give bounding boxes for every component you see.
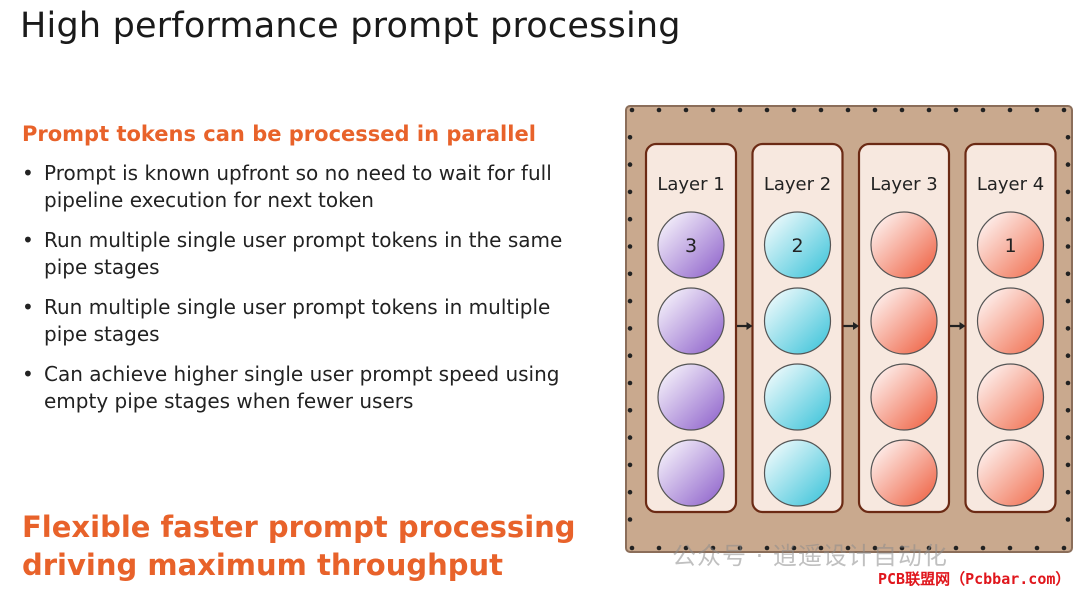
token-slot [871,364,937,430]
board-pin [1008,546,1013,551]
board-pin [1066,408,1071,413]
tagline-line-2: driving maximum throughput [22,546,576,584]
board-pin [873,108,878,113]
token-slot [658,364,724,430]
token-slot [978,364,1044,430]
pipeline-diagram: Layer 1 3 Layer 2 2 Layer 3 Layer 4 1 [624,104,1074,554]
token-number: 2 [791,235,803,257]
layer-column: Layer 2 2 [753,144,843,512]
board-pin [1066,517,1071,522]
layer-column: Layer 1 3 [646,144,736,512]
board-pin [628,272,633,277]
token-slot [871,440,937,506]
board-pin [628,381,633,386]
board-pin [1035,108,1040,113]
board-pin [1066,435,1071,440]
layer-column: Layer 4 1 [966,144,1056,512]
board-pin [657,108,662,113]
board-pin [1062,546,1067,551]
board-pin [1066,490,1071,495]
layer-label: Layer 2 [764,174,831,195]
token-slot [871,212,937,278]
board-pin [628,463,633,468]
board-pin [1008,108,1013,113]
credit-text: PCB联盟网（Pcbbar.com） [878,568,1070,589]
layer-label: Layer 4 [977,174,1044,195]
board-pin [628,435,633,440]
token-slot [978,288,1044,354]
token-slot [765,440,831,506]
board-pin [954,108,959,113]
board-pin [819,108,824,113]
board-pin [630,546,635,551]
bullet-item: Run multiple single user prompt tokens i… [22,227,582,281]
tagline: Flexible faster prompt processing drivin… [22,508,576,584]
token-slot [978,440,1044,506]
token-number: 1 [1004,235,1016,257]
board-pin [628,299,633,304]
subheading: Prompt tokens can be processed in parall… [22,122,536,146]
board-pin [630,108,635,113]
board-pin [1066,135,1071,140]
board-pin [1066,272,1071,277]
board-pin [1035,546,1040,551]
board-pin [628,517,633,522]
board-pin [981,108,986,113]
bullet-item: Prompt is known upfront so no need to wa… [22,160,582,214]
board-pin [628,162,633,167]
board-pin [981,546,986,551]
board-pin [900,108,905,113]
board-pin [657,546,662,551]
bullet-item: Can achieve higher single user prompt sp… [22,361,582,415]
board-pin [628,408,633,413]
board-pin [765,108,770,113]
board-pin [1066,463,1071,468]
board-pin [1066,162,1071,167]
board-pin [846,108,851,113]
board-pin [738,108,743,113]
board-pin [628,326,633,331]
board-pin [628,190,633,195]
token-slot [658,288,724,354]
page-title: High performance prompt processing [20,6,681,46]
board-pin [628,244,633,249]
board-pin [792,108,797,113]
token-slot [658,440,724,506]
token-number: 3 [685,235,697,257]
tagline-line-1: Flexible faster prompt processing [22,508,576,546]
board-pin [1062,108,1067,113]
board-pin [1066,381,1071,386]
layer-label: Layer 3 [870,174,937,195]
board-pin [1066,299,1071,304]
board-pin [1066,244,1071,249]
board-pin [954,546,959,551]
token-slot [765,364,831,430]
layer-label: Layer 1 [657,174,724,195]
board-pin [628,217,633,222]
board-pin [684,108,689,113]
token-slot [871,288,937,354]
board-pin [628,135,633,140]
token-slot [765,288,831,354]
board-pin [1066,217,1071,222]
board-pin [628,490,633,495]
board-pin [927,108,932,113]
bullet-item: Run multiple single user prompt tokens i… [22,294,582,348]
board-pin [1066,190,1071,195]
layer-column: Layer 3 [859,144,949,512]
board-pin [1066,353,1071,358]
watermark: 公众号 · 逍遥设计自动化 [672,536,948,571]
board-pin [711,108,716,113]
board-pin [628,353,633,358]
board-pin [1066,326,1071,331]
bullet-list: Prompt is known upfront so no need to wa… [22,160,582,428]
